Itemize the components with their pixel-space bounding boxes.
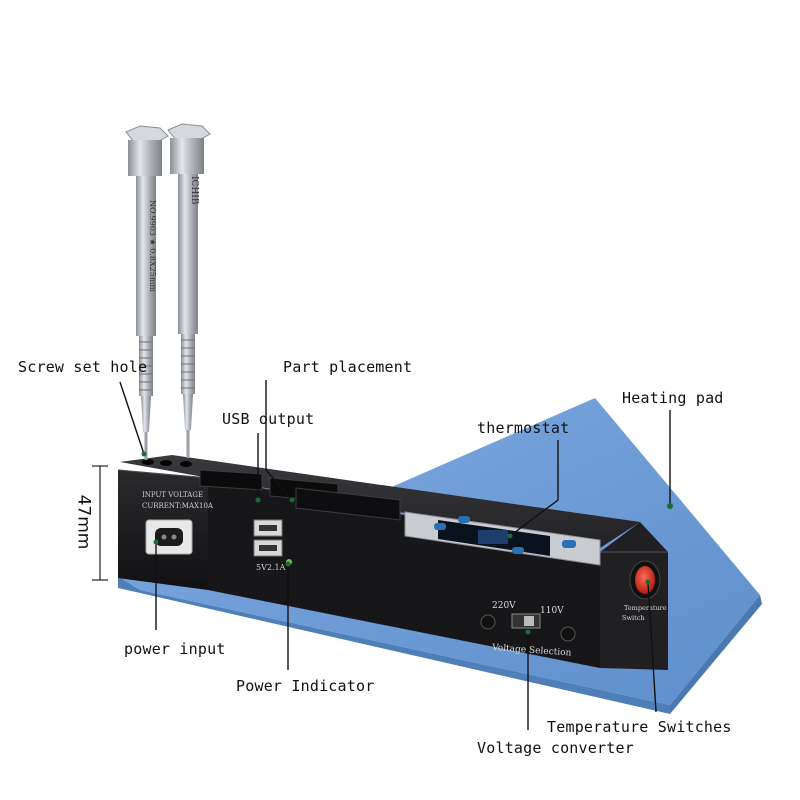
label-power-indicator: Power Indicator <box>236 677 375 695</box>
thermostat-panel <box>404 511 601 566</box>
usb-ports <box>253 519 283 557</box>
thermostat-button[interactable] <box>512 547 524 554</box>
screwdriver: NO.9903 ★ 0.8X25mm <box>125 125 169 460</box>
part-placement-trays <box>199 469 401 521</box>
screwdriver: ICHIB <box>167 123 211 458</box>
power-input-socket <box>145 519 193 555</box>
110v-print: 110V <box>540 606 564 616</box>
thermostat-display <box>478 530 508 544</box>
label-height: 47mm <box>73 494 94 550</box>
label-power-input: power input <box>124 640 226 658</box>
screwdriver-brand-print: ICHIB <box>189 176 199 205</box>
label-screw-set-hole: Screw set hole <box>18 358 148 376</box>
label-heating-pad: Heating pad <box>622 389 724 407</box>
callout-leaders <box>119 380 671 730</box>
temperature-switch-print: Temperature <box>624 604 667 612</box>
label-voltage-converter: Voltage converter <box>477 739 634 757</box>
screw-set-holes <box>142 459 192 467</box>
220v-print: 220V <box>492 601 516 611</box>
height-dimension <box>92 465 108 581</box>
callout-dots <box>141 451 673 635</box>
temperature-switch[interactable] <box>629 560 661 600</box>
label-usb-output: USB output <box>222 410 315 428</box>
current-print: CURRENT:MAX10A <box>142 502 214 510</box>
screwdriver-model-print: NO.9903 ★ 0.8X25mm <box>148 200 157 292</box>
thermostat-button[interactable] <box>458 516 470 523</box>
usb-rating-print: 5V2.1A <box>256 563 286 572</box>
label-temperature-switches: Temperature Switches <box>547 718 732 736</box>
temperature-switch-print-2: Switch <box>622 614 645 622</box>
voltage-selector <box>480 613 576 642</box>
input-voltage-print: INPUT VOLTAGE <box>142 491 203 499</box>
thermostat-button[interactable] <box>562 540 576 548</box>
label-part-placement: Part placement <box>283 358 413 376</box>
thermostat-button[interactable] <box>434 523 446 530</box>
label-thermostat: thermostat <box>477 419 570 437</box>
